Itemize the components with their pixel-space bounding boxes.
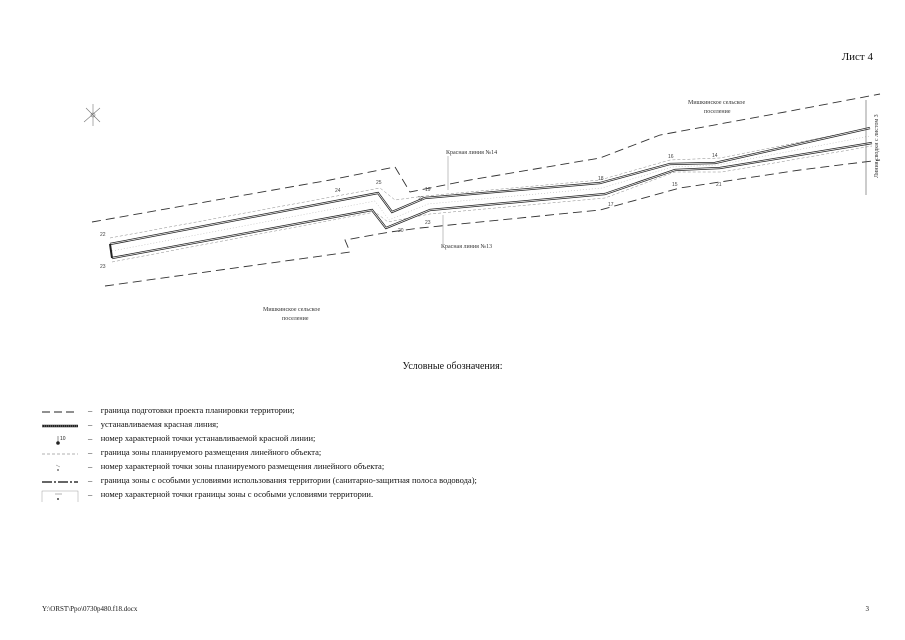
sanitary-zone-symbol bbox=[42, 481, 78, 483]
point-number: 22 bbox=[418, 196, 424, 202]
red-line-north-inner bbox=[109, 127, 871, 245]
south-settlement-label-2: поселение bbox=[282, 316, 309, 322]
red-line-south-inner bbox=[111, 142, 873, 259]
point-number: 17 bbox=[608, 202, 614, 208]
red-line-14-label: Красная линия №14 bbox=[446, 150, 497, 156]
site-plan-map: 22 23 24 25 20 19 18 17 16 15 14 21 22 2… bbox=[83, 93, 881, 322]
point-number: 24 bbox=[335, 188, 341, 194]
legend-text: – граница подготовки проекта планировки … bbox=[88, 405, 295, 415]
point-marker-symbol: 10 bbox=[56, 436, 66, 445]
north-settlement-label-1: Мишкинское сельское bbox=[688, 100, 745, 106]
svg-text:10: 10 bbox=[60, 436, 66, 442]
point-number: 15 bbox=[672, 182, 678, 188]
planning-border-south bbox=[104, 159, 881, 287]
red-line-13-label: Красная линия №13 bbox=[441, 244, 492, 250]
legend-text: – граница зоны планируемого размещения л… bbox=[88, 447, 322, 457]
file-path: Y:\ORST\Ppo\0730p480.f18.docx bbox=[42, 605, 138, 613]
dashed-border-symbol bbox=[42, 411, 78, 413]
north-settlement-label-2: поселение bbox=[704, 109, 731, 115]
legend-text: – номер характерной точки зоны планируем… bbox=[88, 461, 385, 471]
zone-border-north bbox=[109, 127, 871, 239]
point-number: 20 bbox=[398, 228, 404, 234]
legend-item: – граница подготовки проекта планировки … bbox=[40, 405, 660, 419]
planning-border-north bbox=[91, 93, 881, 223]
legend-item: – номер характерной точки границы зоны с… bbox=[40, 489, 660, 503]
legend-text: – номер характерной точки границы зоны с… bbox=[88, 489, 374, 499]
thin-dashed-symbol bbox=[42, 453, 78, 455]
point-number: 21 bbox=[716, 182, 722, 188]
red-line-south bbox=[111, 141, 873, 260]
point-number: 14 bbox=[712, 153, 718, 159]
point-number: 25 bbox=[376, 180, 382, 186]
point-number: 23 bbox=[425, 220, 431, 226]
point-number: 22 bbox=[100, 232, 106, 238]
legend-item: – граница зоны планируемого размещения л… bbox=[40, 447, 660, 461]
compass-icon bbox=[83, 104, 101, 126]
page-number: 3 bbox=[865, 605, 870, 613]
pipeline-centerline bbox=[111, 135, 871, 252]
legend-text: – граница зоны с особыми условиями испол… bbox=[88, 475, 477, 485]
legend-title: Условные обозначения: bbox=[402, 361, 503, 372]
legend-text: – номер характерной точки устанавливаемо… bbox=[88, 433, 316, 443]
zone-point-symbol bbox=[55, 464, 61, 471]
point-number: 23 bbox=[100, 264, 106, 270]
red-line-north bbox=[109, 126, 871, 246]
legend-item: – граница зоны с особыми условиями испол… bbox=[40, 475, 660, 489]
special-point-symbol bbox=[41, 490, 79, 502]
red-line-end-cap bbox=[109, 243, 113, 259]
point-number: 18 bbox=[598, 176, 604, 182]
sheet-label: Лист 4 bbox=[841, 51, 873, 63]
legend-item: – устанавливаемая красная линия; bbox=[40, 419, 660, 433]
point-number: 16 bbox=[668, 154, 674, 160]
sheet-join-label: Линия сводки с листом 3 bbox=[874, 114, 880, 178]
legend-item: – номер характерной точки зоны планируем… bbox=[40, 461, 660, 475]
legend-item: 10 – номер характерной точки устанавлива… bbox=[40, 433, 660, 447]
legend-text: – устанавливаемая красная линия; bbox=[88, 419, 219, 429]
point-number: 19 bbox=[425, 187, 431, 193]
south-settlement-label-1: Мишкинское сельское bbox=[263, 307, 320, 313]
zone-border-south bbox=[111, 145, 873, 263]
red-line-symbol bbox=[42, 424, 78, 428]
